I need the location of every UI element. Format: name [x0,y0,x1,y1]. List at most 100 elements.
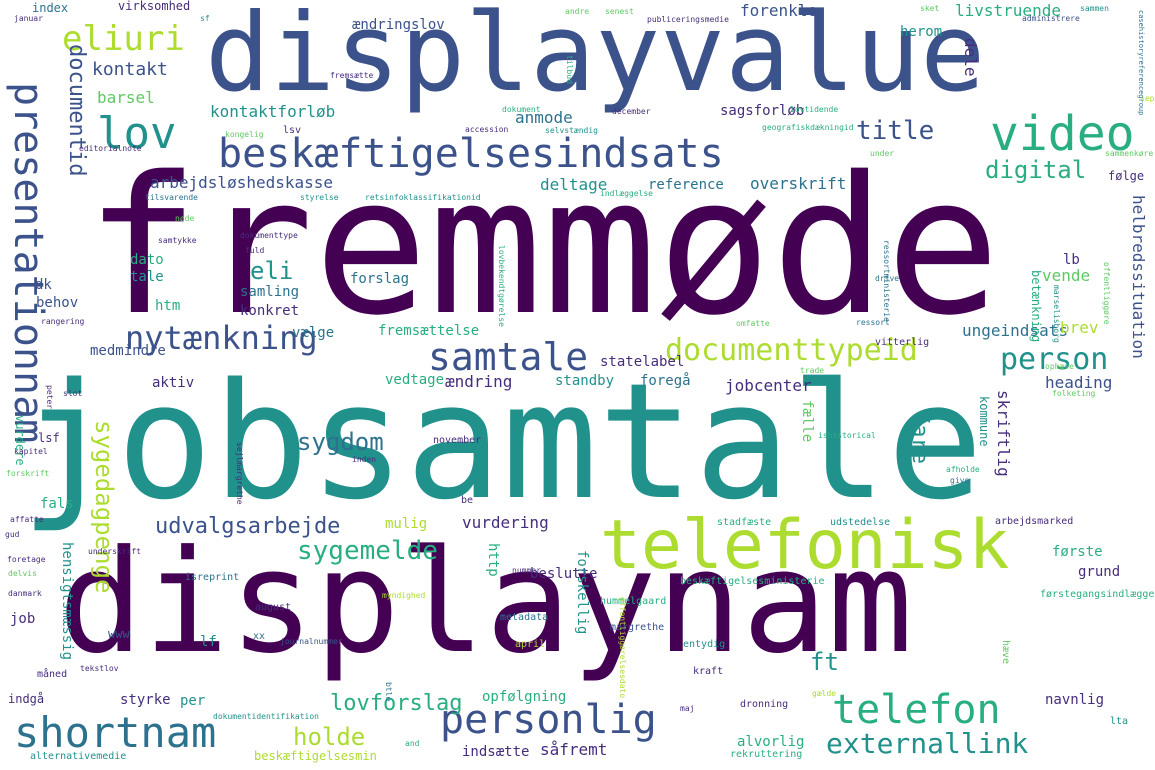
word-lovbekendtg-relse: lovbekendtgørelse [497,245,506,327]
word-journalnummer: journalnummer [280,637,343,646]
word-affatte: affatte [10,515,44,524]
word-displayvalue: displayvalue [205,0,986,116]
word-vende: vende [1042,266,1091,285]
word-documenttypeid: documenttypeid [665,333,918,368]
word-forega: foregå [640,373,691,389]
word-forskellig: forskellig [574,550,590,635]
word-kontaktforl-b: kontaktforløb [210,102,336,121]
word-lovtidende: lovtidende [790,105,839,114]
word-video: video [990,106,1135,162]
word-telefonisk: telefonisk [600,506,1010,585]
word-vitterlig: vitterlig [875,337,930,348]
word-brev: brev [1060,318,1099,337]
word-ressortministerie: ressortministerie [882,240,891,322]
word-dokument: dokument [502,105,541,114]
word-sagsforl-b: sagsforløb [720,103,805,119]
word-kapitel: kapitel [14,447,48,456]
word-vedtage: vedtage [385,372,445,388]
word-gud: gud [5,530,20,539]
word-dk: dk [35,277,52,293]
word-skriftlig: skriftlig [994,390,1013,477]
word-person: person [1000,342,1109,377]
word-hensigtsm-ssig: hensigtsmæssig [59,542,75,661]
word-fremm-de: fremmøde [85,136,1001,357]
word-arbejdsmarked: arbejdsmarked [995,516,1074,527]
word-folketing: folketing [1052,389,1096,398]
word-drive: drive [875,274,900,283]
word-under: under [870,149,895,158]
word-delvis: delvis [8,569,37,578]
word-deltage: deltage [540,175,608,194]
word-overskrift: overskrift [750,174,847,193]
word-sammenk-re: sammenkøre [1105,149,1154,158]
word-andre: andre [565,7,590,16]
word-tilbud: tilbud [565,55,574,84]
word-sep: sep [1140,94,1155,103]
word-marselisborg: marselisborg [1052,285,1061,343]
word-administrere: administrere [1022,14,1080,23]
word-holde: holde [293,723,366,751]
word-styrelse: styrelse [300,193,339,202]
word-sejlmargrethe: sejlmargrethe [235,442,244,505]
word-udstedelse: udstedelse [830,517,891,528]
word-dronning: dronning [740,699,789,710]
word-telefon: telefon [832,687,1001,733]
word-danmark: danmark [8,589,42,598]
word-fuld: fuld [245,246,265,255]
word-konkret: konkret [240,303,300,319]
word-maj: maj [680,704,695,713]
word-udvalgsarbejde: udvalgsarbejde [155,514,341,539]
word-retsinfoklassifikationid: retsinfoklassifikationid [365,193,481,202]
word-lov: lov [97,108,177,159]
word-eliuri: eliuri [62,19,185,59]
word-digital: digital [985,156,1087,184]
word-dele: dele [961,38,980,77]
word-besk-ftigelsesindsats: beskæftigelsesindsats [218,131,724,177]
word-xx: xx [253,631,266,642]
word-be: be [461,495,474,506]
word-selvst-ndig: selvstændig [545,126,598,135]
word-ndring: ændring [445,372,513,391]
word-sygemelde: sygemelde [297,536,438,566]
word-dokumenttype: dokumenttype [240,231,298,240]
word-besk-ftigelsesministerie: beskæftigelsesministerie [680,576,825,587]
word-sf: sf [200,14,210,23]
word-arbejdsl-shedskasse: arbejdsløshedskasse [150,173,334,192]
word-sket: sket [920,4,940,13]
word-myndighed: myndighed [382,591,426,600]
word-vurdere: vurdere [13,415,27,466]
word-v-lge: vælge [292,325,335,341]
word-alternativemedie: alternativemedie [30,751,127,762]
word-december: december [612,107,651,116]
word-alvorlig: alvorlig [737,734,805,750]
word-rekruttering: rekruttering [730,749,803,760]
word-styrke: styrke [120,692,171,708]
word-lsv: lsv [283,125,302,136]
word-personlig: personlig [440,697,657,743]
word-bet-nkning: betænkning [1029,270,1043,343]
word-kongelig: kongelig [225,130,264,139]
word-ressort: ressort [856,318,890,327]
word-entydig: entydig [683,639,726,650]
word-frems-ttelse: fremsættelse [378,323,480,339]
word-indga: indgå [8,692,45,706]
word-http: http [485,543,501,577]
word-sammen: sammen [1080,4,1109,13]
word-accession: accession [465,125,509,134]
word-peter: peter [45,385,54,410]
word-foretage: foretage [7,555,46,564]
word-ma-ned: måned [37,669,68,680]
word-nyt-nkning: nytænkning [125,319,318,357]
word-tilsvarende: tilsvarende [145,193,198,202]
word-statelabel: statelabel [600,354,685,370]
word-slot: slot [63,389,83,398]
word-navnlig: navnlig [1045,692,1105,708]
word-ft: ft [810,648,839,676]
word-presentationnam: presentationnam [5,82,51,444]
word-samling: samling [240,284,300,300]
word-metadata: metadata [500,612,549,623]
word-opf-lgning: opfølgning [482,689,567,705]
word-sygdom: sygdom [297,428,384,456]
word-jobsamtale: jobsamtale [20,348,984,535]
